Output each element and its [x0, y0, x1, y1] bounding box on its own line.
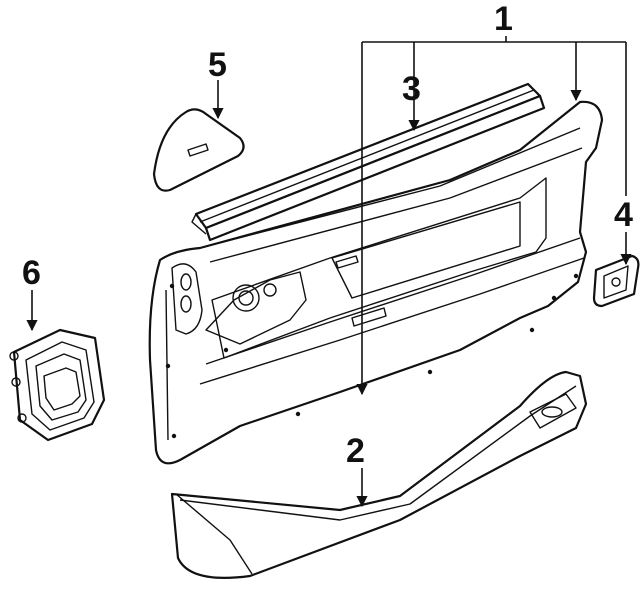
part-5-corner-cover: [152, 108, 245, 192]
part-2-armrest: [170, 370, 588, 579]
callout-6: 6: [22, 254, 41, 292]
part-4-switch-plate: [592, 254, 640, 308]
callout-3: 3: [402, 70, 421, 108]
part-3-weatherstrip: [191, 82, 546, 242]
callout-4: 4: [614, 196, 633, 234]
part-6-bezel: [9, 328, 106, 442]
part-1-door-trim-panel: [148, 100, 604, 465]
callout-2: 2: [346, 432, 365, 470]
leader-lines: [26, 36, 632, 508]
callout-1: 1: [494, 0, 513, 38]
callout-5: 5: [208, 46, 227, 84]
